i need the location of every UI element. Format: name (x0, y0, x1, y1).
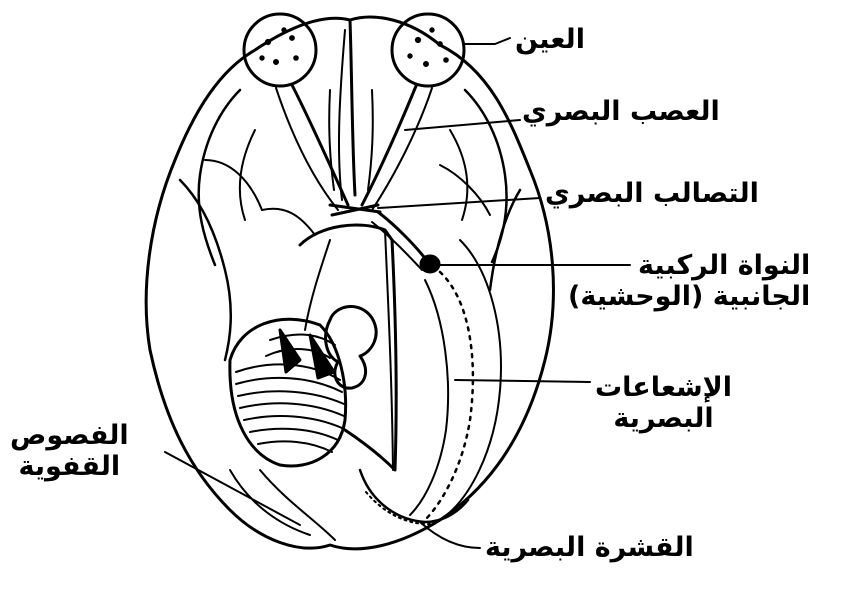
brain-outline (146, 17, 553, 549)
cerebellum (230, 319, 346, 466)
label-optic-chiasm: التصالب البصري (545, 178, 759, 209)
label-eye: العين (515, 24, 585, 55)
label-optic-nerve: العصب البصري (522, 96, 720, 127)
leader-optic-radiations (455, 380, 590, 382)
label-occipital-lobes: الفصوص القفوية (10, 420, 129, 482)
label-visual-cortex: القشرة البصرية (485, 532, 694, 563)
leader-optic-nerve (405, 120, 520, 130)
right-eye (392, 14, 464, 86)
lateral-geniculate-nucleus (421, 256, 439, 272)
label-optic-radiations: الإشعاعات البصرية (595, 372, 732, 434)
leader-optic-chiasm (378, 198, 540, 208)
midline-fissure (350, 20, 355, 195)
label-lateral-geniculate-nucleus: النواة الركبية الجانبية (الوحشية) (568, 250, 810, 312)
leader-eye (464, 38, 510, 44)
